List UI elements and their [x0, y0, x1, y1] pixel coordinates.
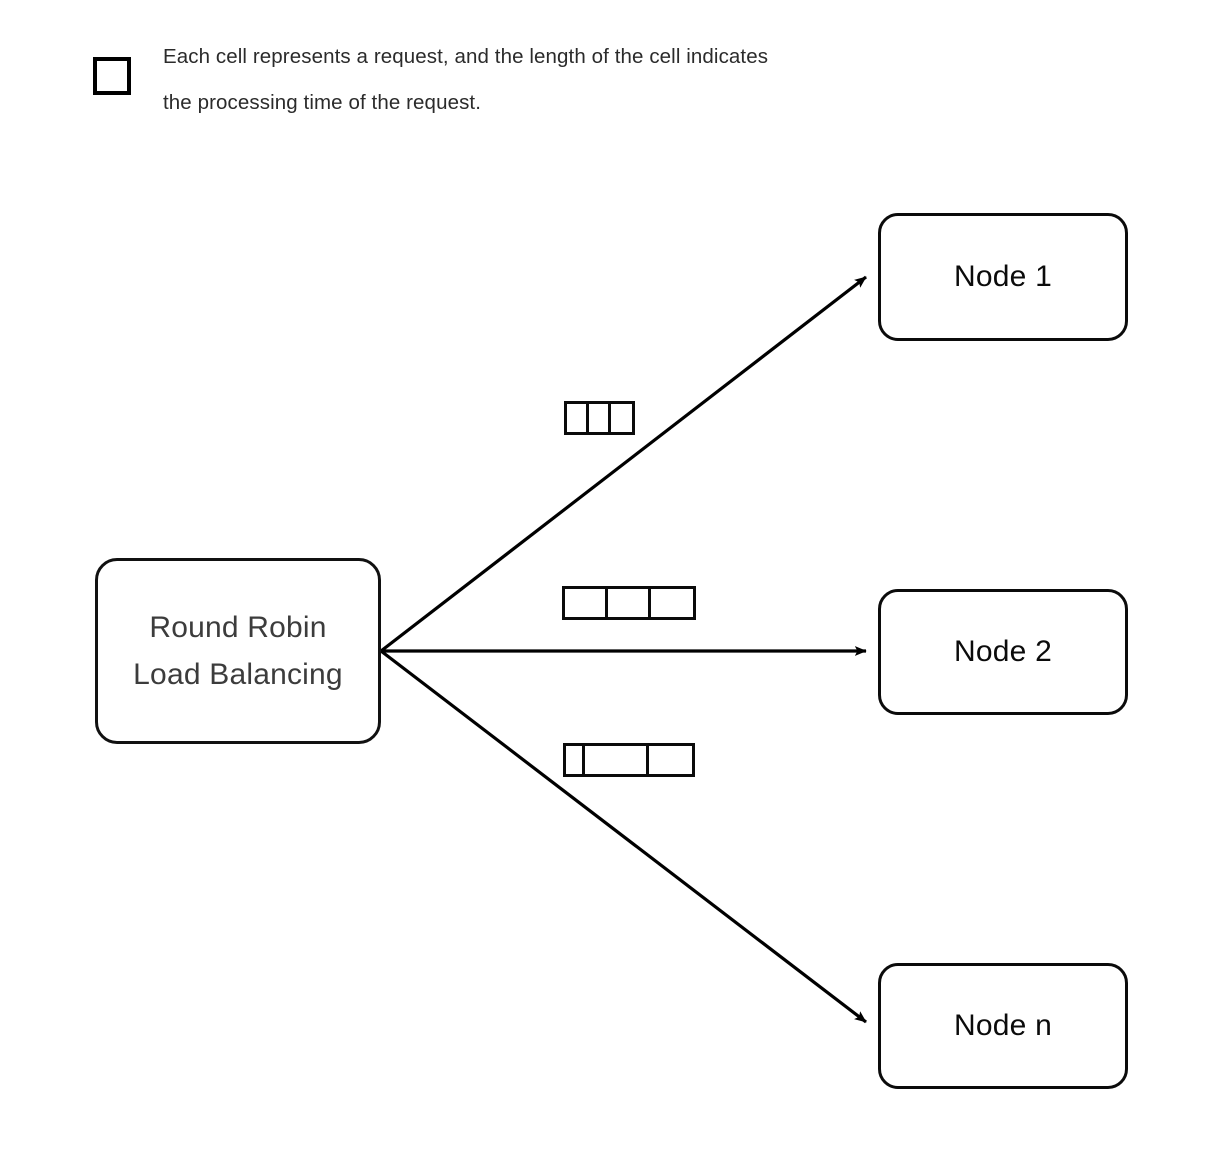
- node-label: Node 2: [954, 634, 1052, 668]
- edge-to-node-n: [380, 649, 867, 1024]
- source-node-label: Round Robin Load Balancing: [133, 610, 343, 691]
- request-cell: [651, 589, 693, 617]
- legend: Each cell represents a request, and the …: [93, 34, 973, 124]
- queue-node-1: [564, 401, 635, 435]
- node-box-node-n[interactable]: Node n: [878, 963, 1128, 1089]
- node-label: Node n: [954, 1008, 1052, 1042]
- square-outline-icon: [93, 57, 131, 95]
- request-cell: [565, 589, 608, 617]
- request-cell: [585, 746, 649, 774]
- node-box-node-1[interactable]: Node 1: [878, 213, 1128, 341]
- queue-node-n: [563, 743, 695, 777]
- node-box-node-2[interactable]: Node 2: [878, 589, 1128, 715]
- queue-node-2: [562, 586, 696, 620]
- request-cell: [611, 404, 632, 432]
- request-cell: [608, 589, 651, 617]
- request-cell: [589, 404, 611, 432]
- legend-text: Each cell represents a request, and the …: [163, 45, 769, 114]
- request-cell: [567, 404, 589, 432]
- request-cell: [566, 746, 585, 774]
- request-cell: [649, 746, 692, 774]
- node-label: Node 1: [954, 259, 1052, 293]
- source-node-round-robin[interactable]: Round Robin Load Balancing: [95, 558, 381, 744]
